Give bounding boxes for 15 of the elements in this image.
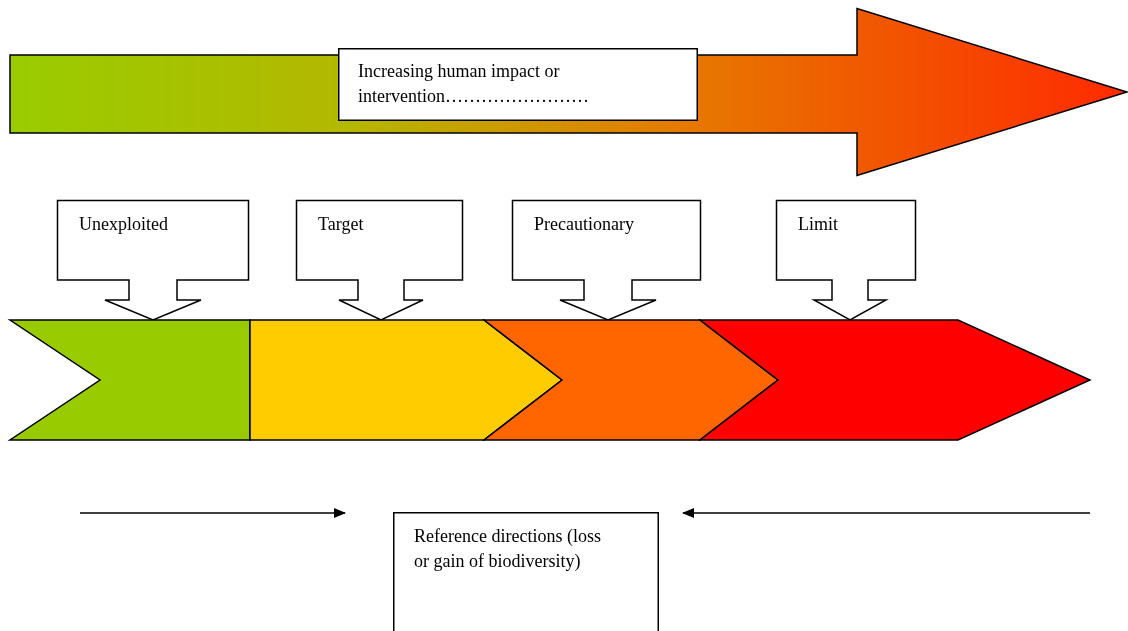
box-text: Reference directions (loss or gain of biodiversity): [414, 525, 602, 573]
gradient-arrow: [8, 8, 1128, 178]
callout-label: Precautionary: [534, 213, 634, 236]
callout-label: Limit: [798, 213, 838, 236]
callout-box: [296, 200, 463, 321]
box-text: Increasing human impact or intervention……………………: [358, 60, 590, 108]
chevron-segment: [699, 319, 1092, 441]
callout-label: Unexploited: [79, 213, 168, 236]
text-box: [393, 512, 659, 631]
callout-box: [512, 200, 701, 321]
callout-box: [57, 200, 249, 321]
callout-label: Target: [318, 213, 364, 236]
text-box: [338, 48, 698, 121]
callout-box: [776, 200, 916, 321]
chevron-segment: [9, 319, 252, 441]
